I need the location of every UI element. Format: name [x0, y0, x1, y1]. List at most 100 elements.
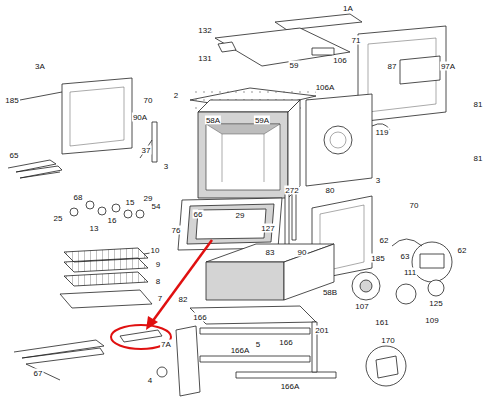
fan-opening [330, 132, 346, 148]
switch [312, 48, 334, 55]
oven-rack [64, 272, 148, 286]
callout-number: 185 [370, 254, 385, 263]
fan-motor [352, 272, 380, 300]
callout-number: 71 [351, 36, 362, 45]
callout-number: 15 [125, 198, 136, 207]
detail-inset [412, 242, 452, 282]
callout-number: 97A [440, 62, 456, 71]
callout-number: 166A [280, 382, 301, 391]
cavity-interior [206, 124, 280, 134]
callout-number: 29 [235, 211, 246, 220]
door-frame [178, 198, 282, 250]
callout-number: 66 [193, 210, 204, 219]
callout-number: 131 [197, 54, 212, 63]
callout-number: 63 [400, 252, 411, 261]
callout-number: 106 [332, 56, 347, 65]
callout-number: 7 [157, 294, 163, 303]
fan-opening [324, 126, 352, 154]
callout-number: 80 [325, 186, 336, 195]
callout-number: 111 [403, 268, 417, 277]
drawer-rail [200, 328, 310, 334]
callout-number: 16 [107, 216, 118, 225]
bracket-part [120, 330, 162, 342]
callout-number: 3 [163, 162, 169, 171]
sensor-probe [140, 140, 152, 158]
callout-number: 37 [141, 146, 152, 155]
callout-number: 166A [230, 346, 251, 355]
callout-number: 170 [380, 336, 395, 345]
callout-number: 90 [297, 248, 308, 257]
callout-number: 83 [265, 248, 276, 257]
callout-number: 62 [379, 236, 390, 245]
broil-pan [60, 290, 152, 308]
left-side-panel [62, 78, 132, 154]
callout-number: 9 [155, 260, 161, 269]
drawer-rail [236, 372, 336, 378]
callout-number: 1A [342, 4, 354, 13]
callout-number: 90A [132, 113, 148, 122]
bracket [218, 42, 236, 52]
callout-number: 13 [89, 224, 100, 233]
fan-blade [396, 284, 416, 304]
callout-number: 272 [284, 186, 299, 195]
callout-number: 70 [409, 201, 420, 210]
bottom-element [14, 340, 104, 380]
cavity-interior [222, 134, 223, 182]
door-window [196, 209, 266, 239]
callout-number: 107 [354, 302, 369, 311]
callout-number: 166 [192, 313, 207, 322]
hinge-bar [285, 192, 289, 248]
callout-number: 166 [278, 338, 293, 347]
callout-number: 201 [314, 326, 329, 335]
leveling-leg [157, 367, 167, 377]
bake-element [8, 160, 62, 178]
hinge-bar [152, 122, 157, 162]
callout-number: 8 [155, 277, 161, 286]
callout-number: 58B [322, 288, 338, 297]
top-back-panel [275, 14, 362, 30]
callout-number: 65 [9, 151, 20, 160]
callout-number: 106A [315, 83, 336, 92]
callout-number: 54 [151, 202, 162, 211]
red-highlight-circle [111, 325, 171, 349]
callout-number: 70 [143, 96, 154, 105]
red-arrowhead [146, 316, 158, 330]
arrow-curve [392, 239, 422, 246]
callout-number: 82 [178, 295, 189, 304]
rear-panel [306, 94, 372, 186]
callout-number: 109 [424, 316, 439, 325]
callout-number: 161 [374, 318, 389, 327]
callout-number: 125 [428, 299, 443, 308]
callout-number: 132 [197, 26, 212, 35]
cavity-top-face [198, 100, 300, 112]
callout-number: 62 [457, 246, 468, 255]
callout-number: 4 [147, 376, 153, 385]
motor [428, 280, 444, 296]
detail-inset [366, 346, 406, 386]
drawer-tray [190, 306, 316, 324]
callout-number: 3 [375, 176, 381, 185]
drawer-front [176, 326, 200, 396]
callout-number: 59 [289, 61, 300, 70]
callout-number: 68 [73, 193, 84, 202]
oven-rack [64, 258, 148, 272]
oven-cavity-front [198, 112, 288, 198]
leader-line [20, 92, 62, 100]
fan-motor [360, 280, 372, 292]
trim-bar [292, 188, 296, 240]
callout-number: 25 [53, 214, 64, 223]
callout-number: 5 [255, 340, 261, 349]
callout-number: 119 [375, 128, 390, 137]
callout-number: 81 [473, 154, 484, 163]
panel-inner [70, 87, 124, 146]
callout-number: 7A [160, 340, 172, 349]
drawer-box [206, 262, 284, 300]
callout-number: 2 [173, 91, 179, 100]
callout-number: 87 [387, 62, 398, 71]
red-arrow [152, 240, 212, 322]
callout-number: 58A [205, 116, 221, 125]
callout-number: 10 [150, 246, 161, 255]
hinge-part [376, 356, 398, 378]
callout-number: 185 [4, 96, 19, 105]
